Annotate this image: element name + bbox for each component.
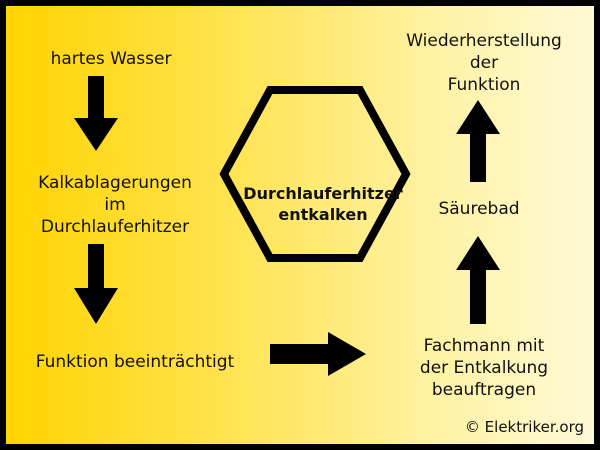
step-restore-line1: Wiederherstellung	[406, 31, 562, 51]
step-acid-bath: Säurebad	[438, 199, 520, 219]
step-restore: Wiederherstellung der Funktion	[378, 30, 590, 96]
copyright-notice: © Elektriker.org	[464, 418, 584, 436]
step-hard-water: hartes Wasser	[50, 49, 172, 69]
center-title: Durchlauferhitzer entkalken	[228, 183, 418, 225]
arrow-down-1	[74, 76, 118, 151]
step-hire-expert: Fachmann mit der Entkalkung beauftragen	[386, 335, 582, 401]
center-hexagon	[219, 86, 411, 262]
step-restore-line2: der	[469, 53, 499, 73]
step-limescale: Kalkablagerungen im Durchlauferhitzer	[12, 172, 218, 238]
step-hire-expert-line3: beauftragen	[431, 380, 537, 400]
step-impaired: Funktion beeinträchtigt	[35, 352, 235, 372]
center-title-line2: entkalken	[278, 205, 368, 224]
diagram-graphics	[74, 76, 500, 376]
step-limescale-line2: im	[104, 195, 126, 215]
arrow-down-2	[74, 244, 118, 324]
arrow-up-2	[456, 100, 500, 182]
arrow-right	[270, 332, 366, 376]
arrow-up-1	[456, 236, 500, 324]
step-hire-expert-line2: der Entkalkung	[419, 358, 549, 378]
step-restore-line3: Funktion	[447, 75, 521, 95]
step-limescale-line1: Kalkablagerungen	[38, 173, 192, 193]
step-hire-expert-line1: Fachmann mit	[423, 336, 545, 356]
center-title-line1: Durchlauferhitzer	[243, 184, 403, 203]
step-limescale-line3: Durchlauferhitzer	[40, 217, 190, 237]
